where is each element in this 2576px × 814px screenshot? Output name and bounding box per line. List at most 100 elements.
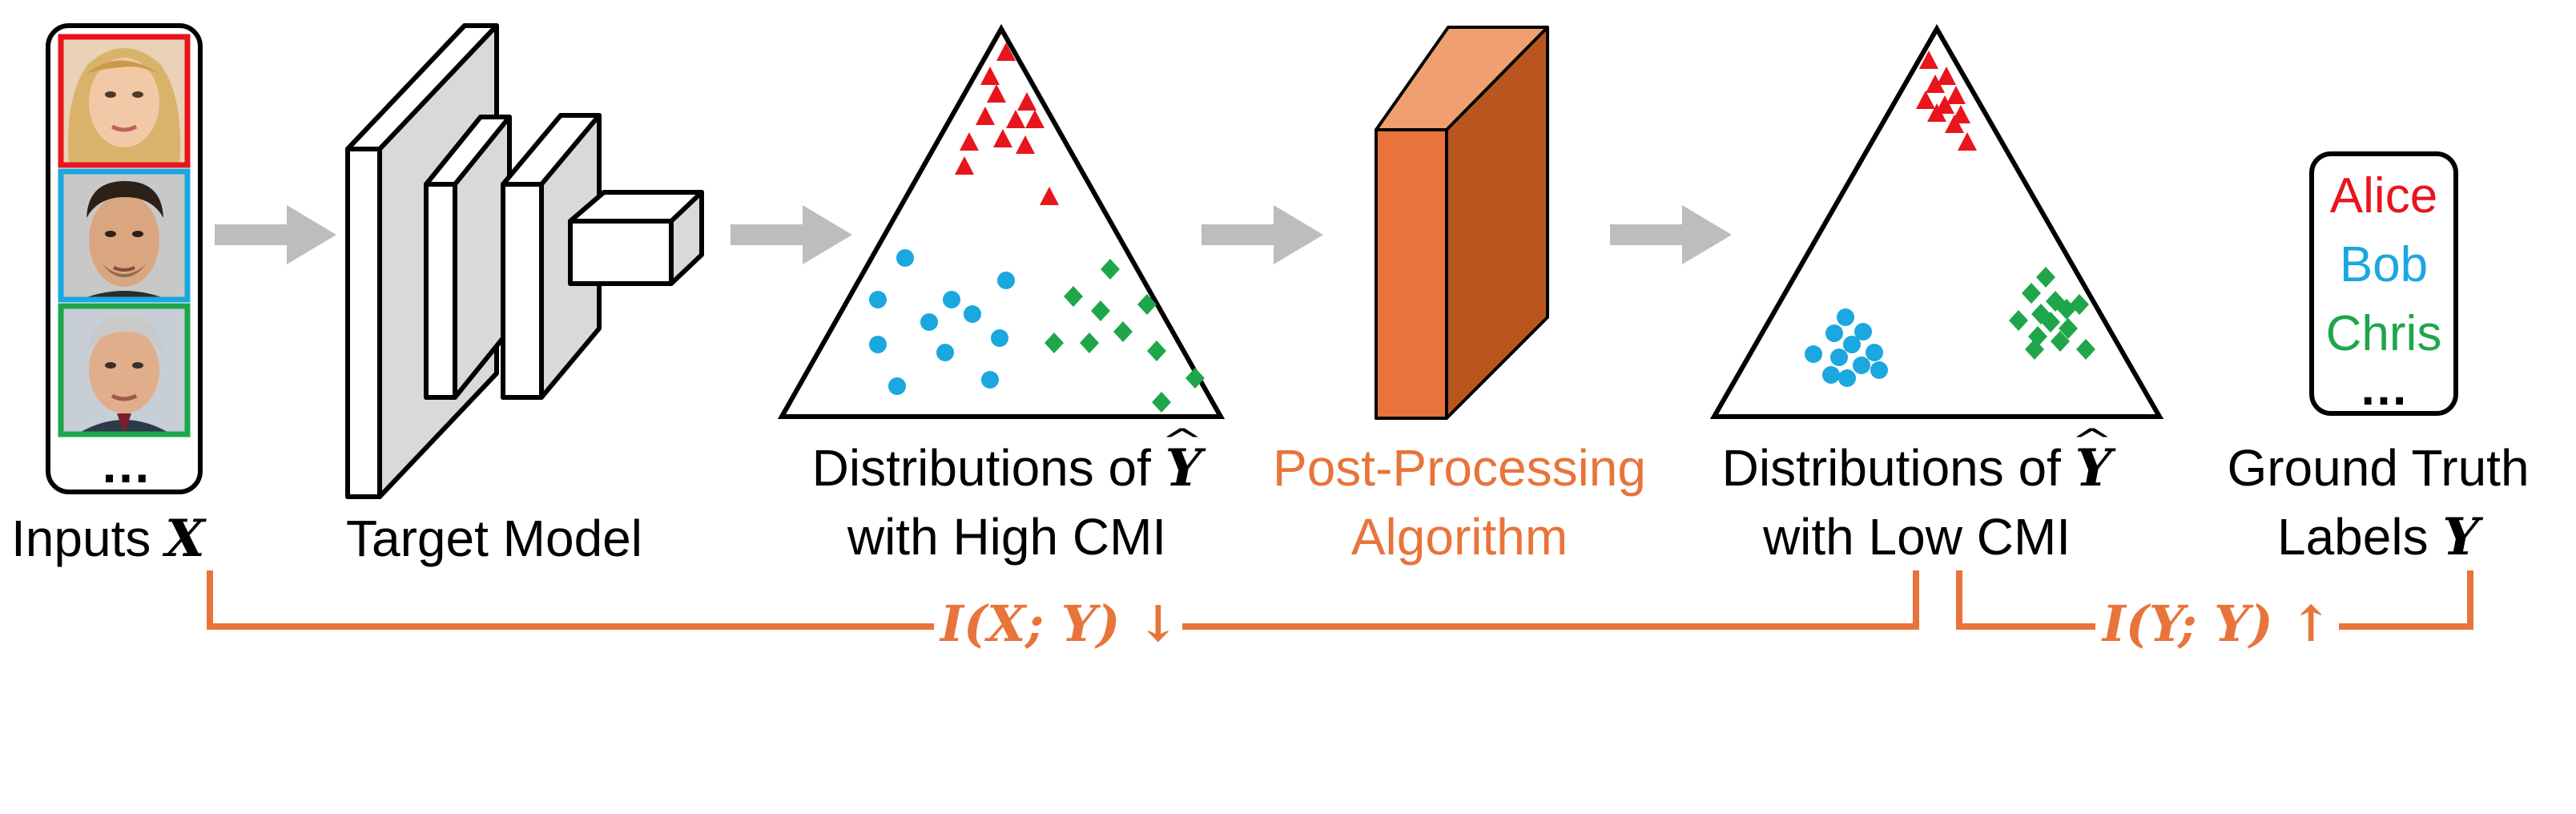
ground-truth-frame <box>2309 151 2458 416</box>
bob-point <box>981 371 999 389</box>
bob-point <box>1805 345 1822 363</box>
chris-point <box>1064 286 1083 307</box>
chris-point <box>2025 339 2044 360</box>
bob-point <box>1837 308 1854 326</box>
chris-point <box>2036 267 2055 288</box>
bob-point <box>1853 357 1870 374</box>
bob-point <box>1870 361 1888 379</box>
grey-haired-man-face-icon <box>58 303 191 437</box>
dist-high-title: Distributions of ^Y <box>779 425 1235 497</box>
bob-point <box>943 291 960 308</box>
simplex-high-cmi <box>777 23 1226 419</box>
mi-label-right: I(Y; Y) ↑ <box>2097 599 2337 649</box>
post-processing-title: Post-Processing <box>1273 439 1646 497</box>
dist-high-line1: Distributions of <box>811 439 1165 497</box>
dist-high-subtitle: with High CMI <box>847 508 1167 566</box>
alice-point <box>1016 135 1035 154</box>
inputs-label-text: Inputs <box>11 510 166 567</box>
chris-point <box>2009 310 2028 331</box>
alice-point <box>1927 103 1946 122</box>
alice-point <box>1919 50 1938 69</box>
post-processing-subtitle: Algorithm <box>1350 508 1568 566</box>
chris-point <box>1147 341 1166 361</box>
ground-truth-labels-text: Labels <box>2276 508 2443 566</box>
hat-accent: ^ <box>2070 423 2114 460</box>
bob-point <box>991 329 1008 347</box>
simplex-low-cmi <box>1709 23 2164 419</box>
dist-low-line1: Distributions of <box>1721 439 2075 497</box>
mi-label-left: I(X; Y) ↓ <box>937 599 1182 649</box>
legend-alice: Alice <box>2329 168 2438 224</box>
alice-point <box>1937 66 1956 85</box>
alice-point <box>960 132 979 151</box>
chris-point <box>1044 332 1064 353</box>
chris-point <box>1113 321 1133 342</box>
bob-point <box>1830 349 1848 366</box>
bob-point <box>1825 324 1843 342</box>
chris-point <box>2041 312 2060 332</box>
bob-point <box>936 344 954 361</box>
alice-point <box>1040 187 1059 205</box>
mi-left-text: I(X; Y) ↓ <box>940 594 1180 653</box>
alice-point <box>955 156 974 175</box>
dist-high-variable-y: Y <box>1165 438 1202 498</box>
alice-point <box>1017 92 1036 111</box>
alice-point <box>1006 110 1025 128</box>
chris-point <box>1091 300 1110 321</box>
alice-point <box>1926 75 1945 93</box>
network-layer-3 <box>501 113 602 400</box>
bob-point <box>1854 323 1872 341</box>
alice-point <box>1935 95 1954 114</box>
chris-point <box>2051 331 2070 352</box>
high-cmi-points <box>869 42 1205 413</box>
dist-low-subtitle: with Low CMI <box>1762 508 2071 566</box>
inputs-panel <box>46 23 203 494</box>
flow-arrows <box>215 205 1732 264</box>
mi-right-text: I(Y; Y) ↑ <box>2102 594 2332 653</box>
bob-point <box>1866 344 1883 361</box>
bob-point <box>869 336 887 353</box>
legend-chris: Chris <box>2325 306 2442 361</box>
alice-point <box>1946 86 1966 104</box>
alice-point <box>1958 132 1977 151</box>
chris-point <box>1137 294 1157 315</box>
arrow-1 <box>215 205 336 264</box>
alice-point <box>980 66 1000 85</box>
bob-point <box>964 305 981 323</box>
inputs-label: Inputs X <box>11 513 205 565</box>
chris-point <box>2059 318 2078 339</box>
ground-truth-subtitle: Labels Y <box>2192 511 2565 563</box>
dark-haired-man-face-icon <box>58 168 191 303</box>
alice-point <box>976 107 995 125</box>
dist-low-variable-y: Y <box>2075 438 2112 498</box>
chris-point <box>1185 368 1205 389</box>
bob-point <box>896 249 914 267</box>
network-output-block <box>568 190 704 286</box>
blonde-woman-face-icon <box>58 34 191 168</box>
ground-truth-legend: Alice Bob Chris … <box>2312 171 2456 413</box>
post-processing-block <box>1375 26 1549 420</box>
low-cmi-points <box>1805 50 2095 387</box>
chris-point <box>2076 339 2095 360</box>
post-box-front <box>1375 128 1448 420</box>
dist-low-title: Distributions of ^Y <box>1688 425 2145 497</box>
alice-point <box>996 42 1016 61</box>
arrow-2 <box>731 205 852 264</box>
arrow-3 <box>1201 205 1323 264</box>
bob-point <box>1838 369 1856 387</box>
legend-bob: Bob <box>2339 237 2429 292</box>
chris-point <box>2022 283 2041 304</box>
mi-bracket-left <box>207 570 1919 630</box>
chris-point <box>1080 332 1099 353</box>
bob-point <box>869 291 887 308</box>
arrow-4 <box>1610 205 1732 264</box>
mi-brackets <box>207 570 2473 630</box>
target-model-network <box>345 23 704 499</box>
chris-point <box>1152 392 1171 413</box>
alice-point <box>987 84 1006 103</box>
simplex-triangle-high <box>777 23 1226 419</box>
alice-point <box>1025 110 1044 128</box>
inputs-ellipsis: … <box>100 436 151 494</box>
bob-point <box>1843 336 1861 353</box>
